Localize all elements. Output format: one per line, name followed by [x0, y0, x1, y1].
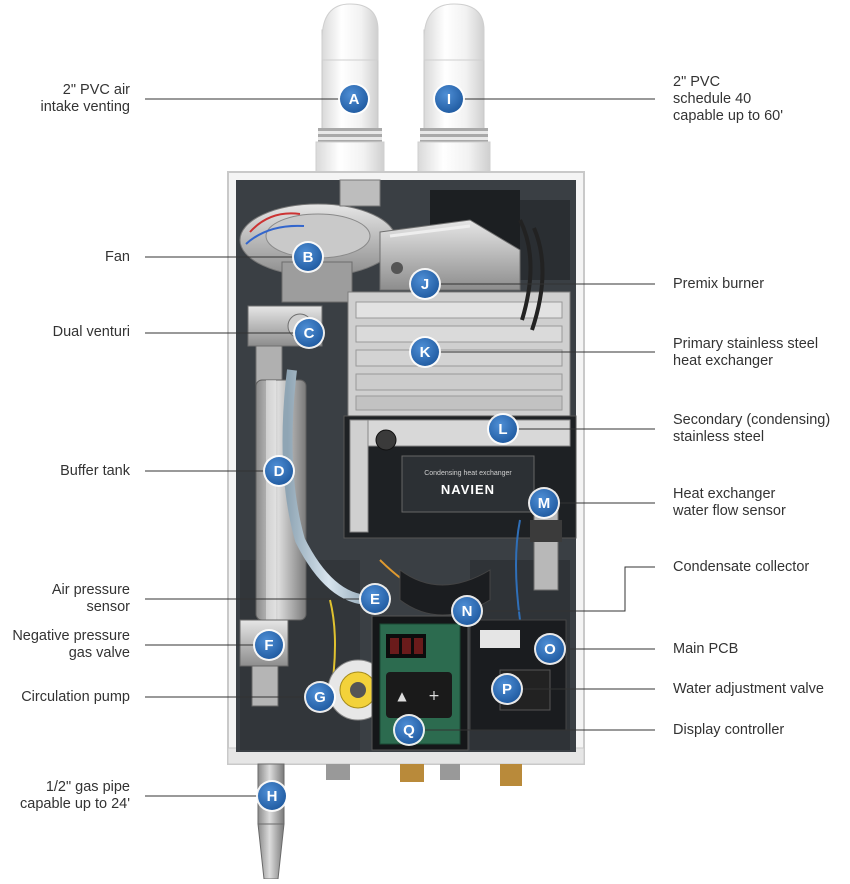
callout-label-c: Dual venturi — [53, 324, 130, 341]
callout-letter-e: E — [370, 591, 380, 608]
primary-heat-exchanger — [347, 291, 571, 419]
air-hose — [282, 369, 371, 605]
callout-letter-l: L — [498, 421, 507, 438]
callout-badge-i: I — [433, 83, 465, 115]
callout-label-line: Premix burner — [673, 276, 765, 292]
callout-letter-p: P — [502, 681, 512, 698]
callout-label-line: Circulation pump — [21, 689, 130, 705]
callout-letter-m: M — [538, 495, 551, 512]
callout-label-line: capable up to 60' — [673, 108, 783, 124]
callout-letter-g: G — [314, 689, 326, 706]
callout-badge-b: B — [292, 241, 324, 273]
callout-label-line: 2" PVC — [673, 74, 721, 90]
callout-badge-q: Q — [393, 714, 425, 746]
callout-label-line: Negative pressure — [12, 628, 130, 644]
svg-text:▲: ▲ — [397, 689, 407, 703]
callout-label-line: Air pressure — [51, 582, 130, 598]
callout-label-line: gas valve — [68, 645, 130, 661]
callout-label-line: Buffer tank — [60, 463, 130, 479]
callout-letter-n: N — [462, 603, 473, 620]
callout-letter-b: B — [303, 249, 314, 266]
callout-letter-d: D — [274, 463, 285, 480]
callout-badge-m: M — [528, 487, 560, 519]
callout-label-o: Main PCB — [673, 641, 738, 658]
callout-label-d: Buffer tank — [60, 463, 130, 480]
callout-badge-h: H — [256, 780, 288, 812]
svg-text:+: + — [428, 688, 440, 704]
callout-badge-o: O — [534, 633, 566, 665]
buffer-tank — [255, 379, 307, 621]
callout-label-line: 2" PVC air — [62, 82, 130, 98]
callout-badge-f: F — [253, 629, 285, 661]
callout-letter-o: O — [544, 641, 556, 658]
callout-label-b: Fan — [105, 249, 130, 266]
callout-label-p: Water adjustment valve — [673, 681, 824, 698]
callout-label-n: Condensate collector — [673, 559, 809, 576]
callout-letter-h: H — [267, 788, 278, 805]
callout-label-line: Dual venturi — [52, 324, 130, 340]
brand-caption: Condensing heat exchanger — [424, 470, 512, 477]
callout-label-line: Condensate collector — [673, 559, 810, 575]
callout-label-l: Secondary (condensing)stainless steel — [673, 412, 830, 446]
callout-letter-a: A — [349, 91, 360, 108]
callout-badge-p: P — [491, 673, 523, 705]
callout-label-line: Secondary (condensing) — [673, 412, 831, 428]
callout-label-line: Water adjustment valve — [673, 681, 824, 697]
callout-letter-i: I — [447, 91, 451, 108]
callout-letter-f: F — [264, 637, 273, 654]
callout-letter-q: Q — [403, 722, 415, 739]
callout-label-line: Primary stainless steel — [673, 336, 819, 352]
brand-logo: NAVIEN — [441, 482, 495, 497]
callout-label-line: Fan — [105, 249, 130, 265]
callout-badge-k: K — [409, 336, 441, 368]
callout-label-line: heat exchanger — [673, 353, 773, 369]
callout-badge-c: C — [293, 317, 325, 349]
callout-badge-l: L — [487, 413, 519, 445]
bottom-fittings — [257, 763, 522, 880]
callout-letter-c: C — [304, 325, 315, 342]
callout-letter-k: K — [420, 344, 431, 361]
leader-lines — [145, 98, 655, 797]
callout-letter-j: J — [421, 276, 429, 293]
callout-label-q: Display controller — [673, 722, 784, 739]
callout-label-line: Display controller — [673, 722, 785, 738]
callout-badge-e: E — [359, 583, 391, 615]
callout-badge-d: D — [263, 455, 295, 487]
callout-label-line: Heat exchanger — [673, 486, 776, 502]
callout-badge-j: J — [409, 268, 441, 300]
callout-label-line: sensor — [86, 599, 130, 615]
callout-label-g: Circulation pump — [21, 689, 130, 706]
callout-label-line: 1/2" gas pipe — [45, 779, 130, 795]
callout-label-line: capable up to 24' — [20, 796, 130, 812]
callout-badge-g: G — [304, 681, 336, 713]
callout-label-line: schedule 40 — [673, 91, 752, 107]
callout-label-line: stainless steel — [673, 429, 765, 445]
pvc-exhaust-pipe — [417, 3, 491, 173]
callout-badges: A B C D E F G H I J K L M N O P Q — [253, 83, 566, 812]
leader-line-n — [481, 566, 655, 612]
callout-label-j: Premix burner — [673, 276, 764, 293]
callout-badge-a: A — [338, 83, 370, 115]
callout-label-line: water flow sensor — [673, 503, 786, 519]
callout-badge-n: N — [451, 595, 483, 627]
callout-label-line: intake venting — [40, 99, 130, 115]
pvc-intake-pipe — [315, 3, 385, 173]
callout-label-line: Main PCB — [673, 641, 739, 657]
